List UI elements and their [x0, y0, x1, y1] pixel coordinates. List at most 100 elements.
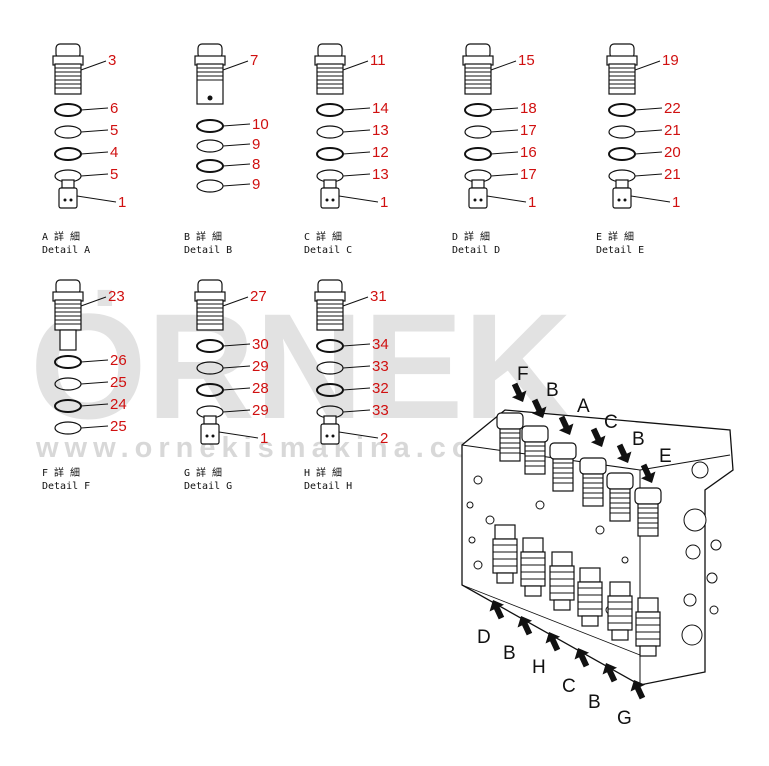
assembly-spool-end	[520, 537, 546, 597]
view-letter-bottom: C	[562, 676, 576, 697]
assembly-plug	[606, 472, 634, 522]
poppet-part	[320, 179, 340, 209]
view-letter-bottom: B	[588, 692, 601, 713]
detail-caption-jp: E 詳 細	[596, 230, 634, 243]
part-number-label: 1	[118, 194, 126, 211]
part-number-label: 10	[252, 116, 269, 133]
direction-arrow	[489, 600, 505, 620]
o-ring	[464, 103, 492, 117]
part-number-label: 32	[372, 380, 389, 397]
part-number-label: 13	[372, 122, 389, 139]
part-number-label: 4	[110, 144, 118, 161]
part-number-label: 1	[380, 194, 388, 211]
part-number-label: 7	[250, 52, 258, 69]
o-ring	[316, 147, 344, 161]
part-number-label: 5	[110, 166, 118, 183]
part-number-label: 14	[372, 100, 389, 117]
detail-caption-jp: C 詳 細	[304, 230, 342, 243]
detail-caption-en: Detail B	[184, 245, 232, 256]
plug-part	[52, 43, 84, 95]
view-letter-bottom: G	[617, 708, 632, 729]
part-number-label: 28	[252, 380, 269, 397]
part-number-label: 5	[110, 122, 118, 139]
direction-arrow	[511, 382, 527, 402]
plug-part	[314, 43, 346, 95]
o-ring	[464, 147, 492, 161]
view-letter-top: F	[517, 364, 529, 385]
direction-arrow	[640, 463, 656, 483]
assembly-plug	[496, 412, 524, 462]
watermark-brand: ÖRNEK	[30, 282, 572, 450]
part-number-label: 17	[520, 166, 537, 183]
direction-arrow	[590, 427, 606, 447]
poppet-part	[468, 179, 488, 209]
part-number-label: 11	[370, 52, 386, 69]
part-number-label: 27	[250, 288, 267, 305]
assembly-plug	[634, 487, 662, 537]
view-letter-top: E	[659, 446, 672, 467]
detail-caption-jp: G 詳 細	[184, 466, 222, 479]
part-number-label: 12	[372, 144, 389, 161]
assembly-spool-end	[492, 524, 518, 584]
detail-caption-en: Detail E	[596, 245, 644, 256]
direction-arrow	[545, 632, 561, 652]
direction-arrow	[616, 443, 632, 463]
view-letter-bottom: B	[503, 643, 516, 664]
direction-arrow	[517, 616, 533, 636]
assembly-spool-end	[607, 581, 633, 641]
o-ring	[608, 125, 636, 139]
o-ring	[316, 103, 344, 117]
plug-part	[314, 279, 346, 331]
view-letter-bottom: H	[532, 657, 546, 678]
part-number-label: 9	[252, 176, 260, 193]
detail-caption-jp: D 詳 細	[452, 230, 490, 243]
poppet-part	[58, 179, 78, 209]
part-number-label: 2	[380, 430, 388, 447]
part-number-label: 6	[110, 100, 118, 117]
poppet-part	[320, 415, 340, 445]
part-number-label: 31	[370, 288, 387, 305]
poppet-part	[612, 179, 632, 209]
part-number-label: 15	[518, 52, 535, 69]
direction-arrow	[558, 415, 574, 435]
plug-part	[194, 43, 226, 105]
o-ring	[196, 119, 224, 133]
detail-caption-en: Detail D	[452, 245, 500, 256]
o-ring	[54, 103, 82, 117]
detail-caption-jp: H 詳 細	[304, 466, 342, 479]
assembly-spool-end	[577, 567, 603, 627]
o-ring	[464, 125, 492, 139]
part-number-label: 1	[260, 430, 268, 447]
part-number-label: 13	[372, 166, 389, 183]
part-number-label: 33	[372, 402, 389, 419]
part-number-label: 26	[110, 352, 127, 369]
plug-part	[194, 279, 226, 331]
part-number-label: 16	[520, 144, 537, 161]
detail-caption-jp: A 詳 細	[42, 230, 80, 243]
part-number-label: 21	[664, 166, 681, 183]
assembly-plug	[579, 457, 607, 507]
part-number-label: 33	[372, 358, 389, 375]
direction-arrow	[602, 663, 618, 683]
detail-caption-en: Detail A	[42, 245, 90, 256]
detail-caption-jp: F 詳 細	[42, 466, 80, 479]
part-number-label: 34	[372, 336, 389, 353]
part-number-label: 19	[662, 52, 679, 69]
part-number-label: 23	[108, 288, 125, 305]
detail-caption-en: Detail C	[304, 245, 352, 256]
view-letter-top: B	[546, 380, 559, 401]
plug-part	[462, 43, 494, 95]
view-letter-top: B	[632, 429, 645, 450]
direction-arrow	[531, 398, 547, 418]
part-number-label: 17	[520, 122, 537, 139]
assembly-plug	[521, 425, 549, 475]
o-ring	[608, 147, 636, 161]
